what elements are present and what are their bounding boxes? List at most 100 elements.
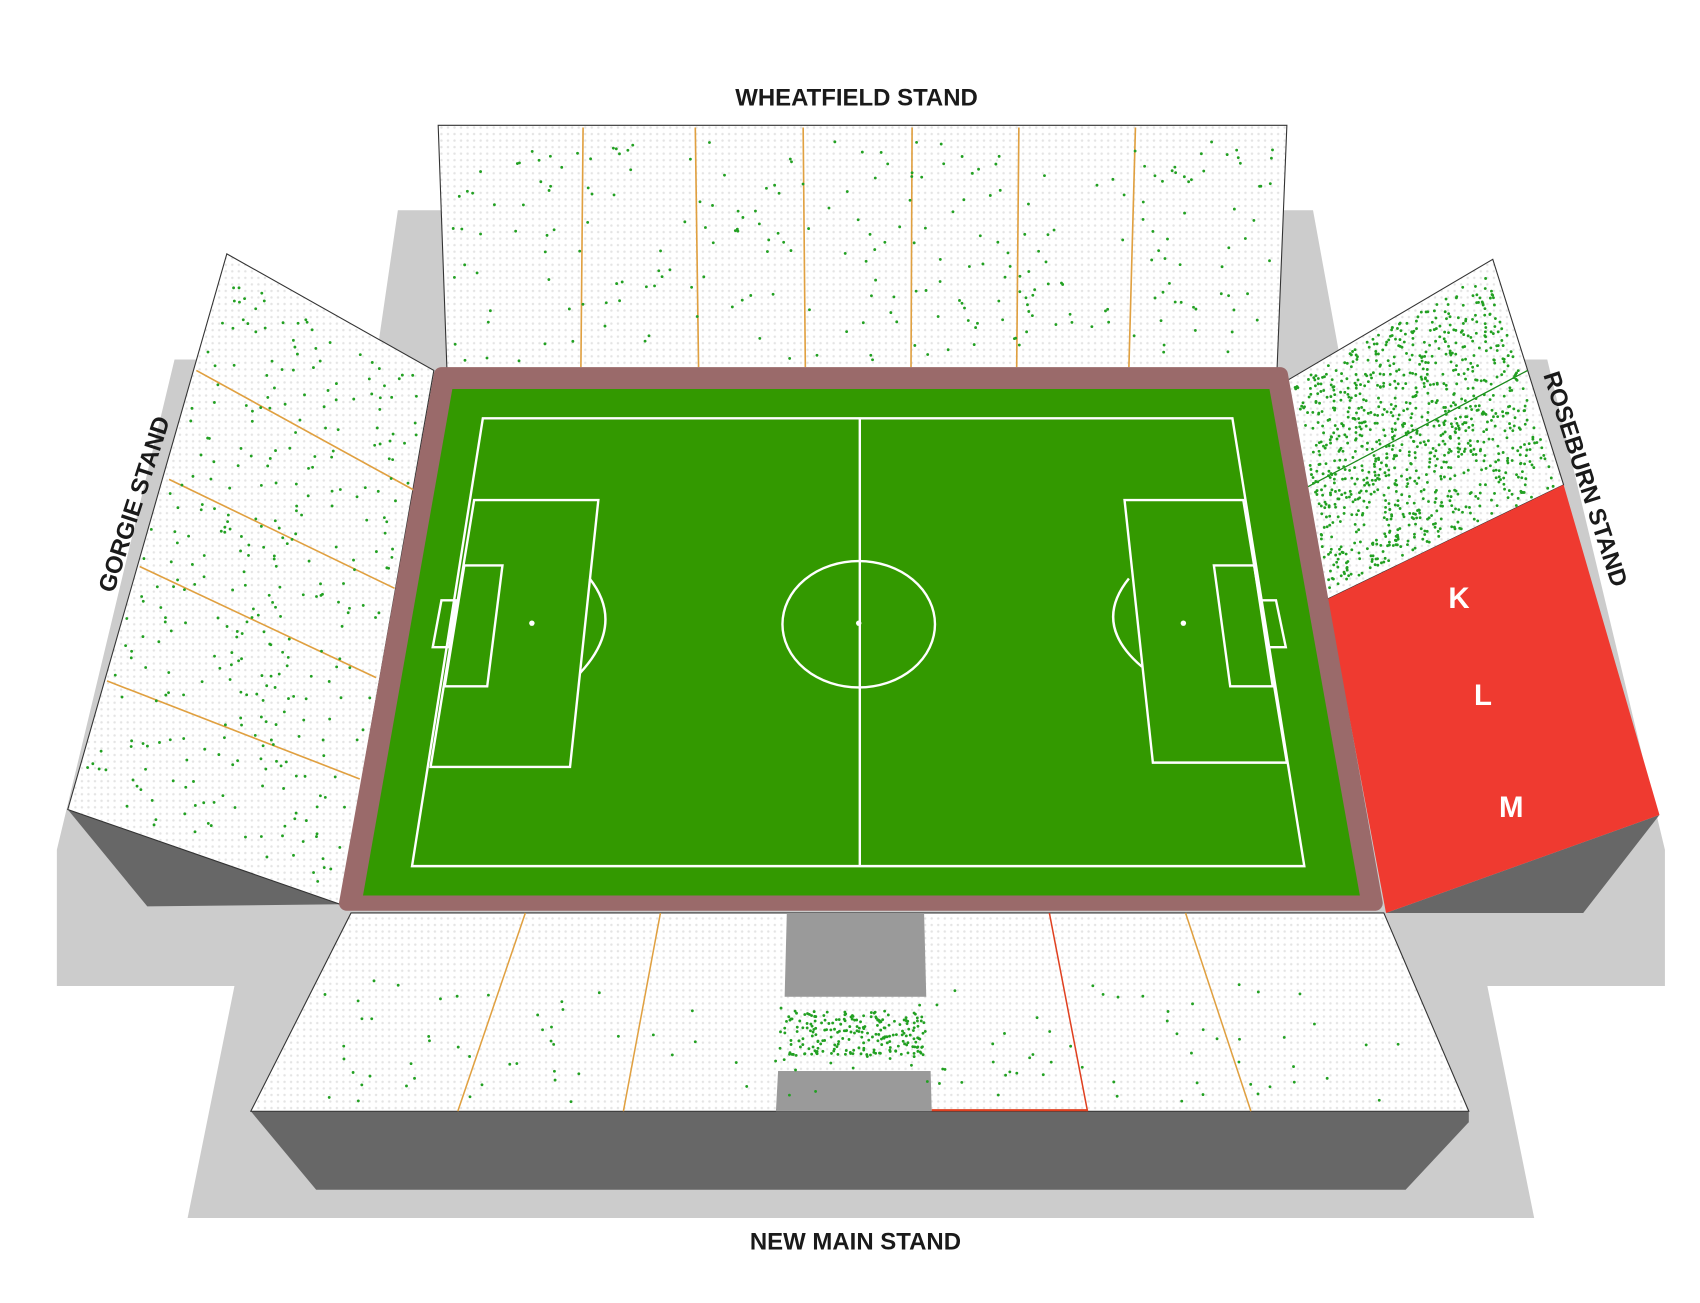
available-seat[interactable] bbox=[1380, 461, 1383, 465]
available-seat[interactable] bbox=[1500, 327, 1504, 331]
available-seat[interactable] bbox=[1360, 464, 1364, 468]
available-seat[interactable] bbox=[1384, 499, 1387, 502]
available-seat[interactable] bbox=[315, 832, 319, 836]
available-seat[interactable] bbox=[1090, 325, 1094, 329]
available-seat[interactable] bbox=[1466, 334, 1470, 338]
available-seat[interactable] bbox=[318, 359, 322, 363]
available-seat[interactable] bbox=[825, 1010, 829, 1014]
available-seat[interactable] bbox=[690, 285, 694, 289]
available-seat[interactable] bbox=[235, 635, 239, 639]
available-seat[interactable] bbox=[233, 806, 237, 809]
available-seat[interactable] bbox=[390, 395, 394, 399]
available-seat[interactable] bbox=[1546, 486, 1550, 490]
available-seat[interactable] bbox=[1528, 448, 1532, 451]
available-seat[interactable] bbox=[1324, 462, 1328, 466]
available-seat[interactable] bbox=[159, 606, 163, 609]
available-seat[interactable] bbox=[1343, 433, 1347, 437]
available-seat[interactable] bbox=[1308, 464, 1312, 467]
available-seat[interactable] bbox=[1415, 516, 1419, 520]
available-seat[interactable] bbox=[878, 1051, 881, 1055]
available-seat[interactable] bbox=[320, 649, 323, 653]
available-seat[interactable] bbox=[1464, 406, 1468, 410]
available-seat[interactable] bbox=[1507, 405, 1510, 409]
available-seat[interactable] bbox=[1168, 281, 1171, 285]
available-seat[interactable] bbox=[1376, 383, 1379, 387]
available-seat[interactable] bbox=[869, 1015, 873, 1019]
available-seat[interactable] bbox=[1457, 450, 1460, 454]
available-seat[interactable] bbox=[1345, 566, 1349, 570]
available-seat[interactable] bbox=[1505, 436, 1509, 440]
available-seat[interactable] bbox=[963, 306, 966, 310]
available-seat[interactable] bbox=[1489, 330, 1493, 334]
available-seat[interactable] bbox=[1482, 459, 1486, 463]
available-seat[interactable] bbox=[1030, 314, 1034, 318]
available-seat[interactable] bbox=[618, 299, 621, 303]
available-seat[interactable] bbox=[315, 805, 319, 809]
available-seat[interactable] bbox=[1366, 358, 1370, 362]
available-seat[interactable] bbox=[360, 1017, 364, 1021]
available-seat[interactable] bbox=[262, 630, 266, 634]
available-seat[interactable] bbox=[270, 359, 274, 363]
available-seat[interactable] bbox=[1457, 455, 1460, 459]
available-seat[interactable] bbox=[874, 1015, 878, 1019]
available-seat[interactable] bbox=[767, 238, 771, 242]
available-seat[interactable] bbox=[1488, 398, 1492, 402]
available-seat[interactable] bbox=[414, 433, 418, 437]
available-seat[interactable] bbox=[1478, 296, 1482, 300]
available-seat[interactable] bbox=[813, 1015, 817, 1018]
available-seat[interactable] bbox=[1338, 552, 1342, 556]
available-seat[interactable] bbox=[1414, 386, 1418, 390]
available-seat[interactable] bbox=[547, 189, 551, 192]
available-seat[interactable] bbox=[1366, 441, 1369, 445]
available-seat[interactable] bbox=[86, 766, 90, 769]
available-seat[interactable] bbox=[978, 234, 982, 238]
available-seat[interactable] bbox=[603, 324, 607, 328]
available-seat[interactable] bbox=[1314, 374, 1318, 378]
available-seat[interactable] bbox=[1396, 327, 1399, 330]
available-seat[interactable] bbox=[463, 358, 467, 362]
available-seat[interactable] bbox=[330, 504, 334, 508]
available-seat[interactable] bbox=[1317, 449, 1321, 453]
available-seat[interactable] bbox=[924, 289, 928, 292]
available-seat[interactable] bbox=[1496, 330, 1500, 334]
available-seat[interactable] bbox=[1499, 478, 1502, 481]
available-seat[interactable] bbox=[693, 1040, 697, 1044]
available-seat[interactable] bbox=[1371, 482, 1375, 486]
available-seat[interactable] bbox=[805, 1026, 809, 1030]
available-seat[interactable] bbox=[771, 292, 775, 296]
available-seat[interactable] bbox=[695, 315, 699, 318]
available-seat[interactable] bbox=[1432, 424, 1436, 428]
available-seat[interactable] bbox=[189, 419, 193, 423]
available-seat[interactable] bbox=[552, 228, 556, 232]
available-seat[interactable] bbox=[1334, 369, 1338, 372]
available-seat[interactable] bbox=[938, 257, 942, 261]
available-seat[interactable] bbox=[659, 249, 662, 253]
available-seat[interactable] bbox=[996, 1093, 1000, 1097]
available-seat[interactable] bbox=[733, 229, 737, 233]
available-seat[interactable] bbox=[1502, 394, 1506, 398]
available-seat[interactable] bbox=[1498, 320, 1502, 324]
available-seat[interactable] bbox=[1520, 476, 1524, 480]
available-seat[interactable] bbox=[97, 767, 101, 771]
available-seat[interactable] bbox=[1450, 351, 1454, 355]
available-seat[interactable] bbox=[307, 466, 310, 470]
available-seat[interactable] bbox=[913, 1045, 917, 1049]
available-seat[interactable] bbox=[453, 342, 457, 346]
available-seat[interactable] bbox=[1319, 537, 1323, 541]
available-seat[interactable] bbox=[1402, 515, 1406, 519]
available-seat[interactable] bbox=[1490, 419, 1493, 422]
available-seat[interactable] bbox=[866, 1031, 869, 1035]
available-seat[interactable] bbox=[1430, 320, 1434, 324]
available-seat[interactable] bbox=[1478, 491, 1482, 495]
available-seat[interactable] bbox=[741, 216, 745, 219]
available-seat[interactable] bbox=[1378, 442, 1382, 446]
available-seat[interactable] bbox=[328, 717, 332, 721]
available-seat[interactable] bbox=[1353, 482, 1357, 486]
available-seat[interactable] bbox=[1426, 480, 1429, 484]
available-seat[interactable] bbox=[460, 227, 464, 231]
available-seat[interactable] bbox=[1367, 345, 1371, 349]
available-seat[interactable] bbox=[1303, 405, 1306, 409]
available-seat[interactable] bbox=[620, 280, 624, 284]
available-seat[interactable] bbox=[1361, 469, 1364, 472]
available-seat[interactable] bbox=[131, 778, 135, 782]
